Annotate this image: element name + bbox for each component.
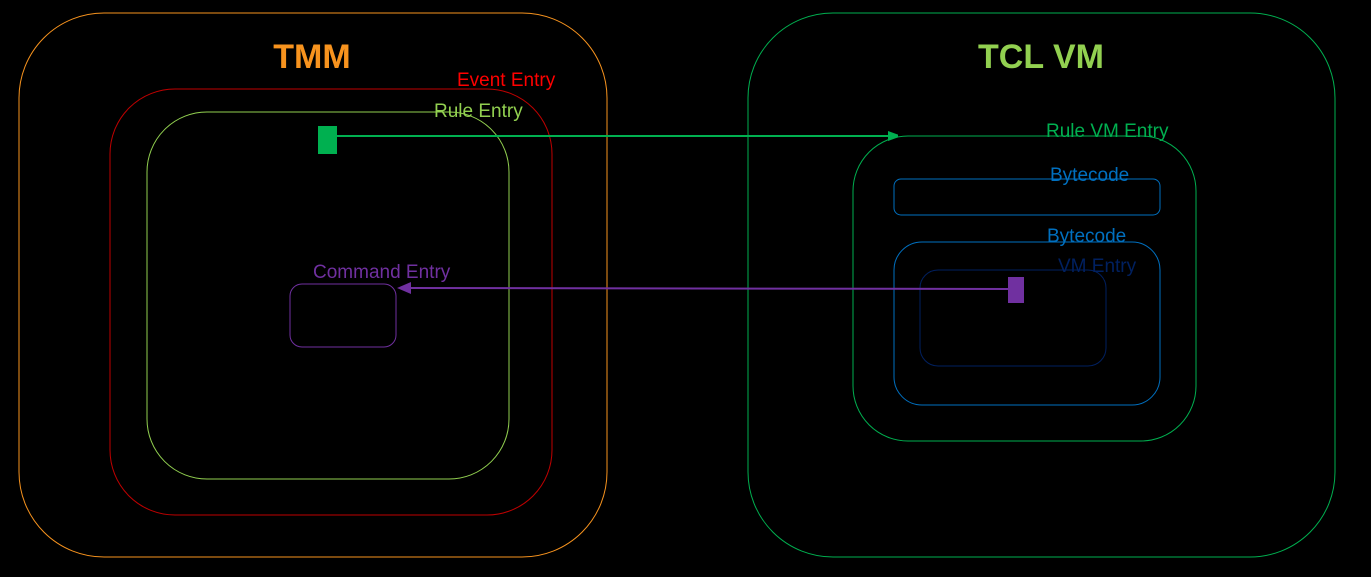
bytecode-label-2: Bytecode xyxy=(1047,226,1126,247)
tmm-title: TMM xyxy=(273,38,350,76)
command-call-arrow xyxy=(397,282,1009,295)
rule-entry-box xyxy=(146,111,510,480)
command-entry-label: Command Entry xyxy=(313,262,451,283)
vm-entry-label: VM Entry xyxy=(1058,256,1137,277)
bytecode-label-1: Bytecode xyxy=(1050,165,1129,186)
command-entry-box xyxy=(289,283,397,348)
vm-entry-box xyxy=(919,269,1107,367)
bytecode-box-1 xyxy=(893,178,1161,216)
tclvm-title: TCL VM xyxy=(978,38,1104,76)
tmm-box xyxy=(18,12,608,558)
vm-entry-port xyxy=(1008,277,1024,303)
event-entry-label: Event Entry xyxy=(457,70,556,91)
tclvm-box xyxy=(747,12,1336,558)
bytecode-box-2 xyxy=(893,241,1161,406)
event-entry-box xyxy=(109,88,553,516)
rule-vm-entry-label: Rule VM Entry xyxy=(1046,121,1169,142)
rule-entry-label: Rule Entry xyxy=(434,101,523,122)
rule-entry-port xyxy=(318,126,337,154)
